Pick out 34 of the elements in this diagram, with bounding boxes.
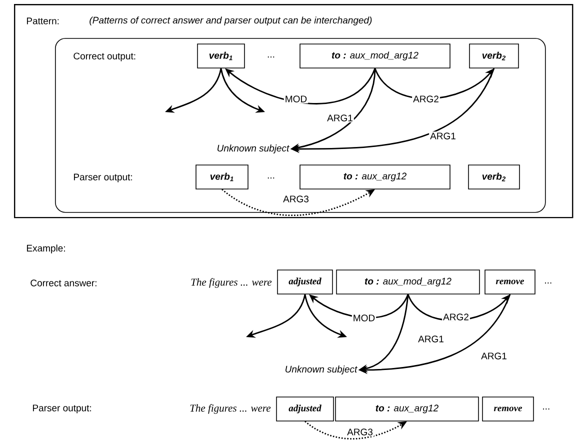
word-box: remove [482,396,534,422]
edge-label: ARG2 [412,94,440,104]
rounded-box [55,38,546,213]
edge-label: MOD [284,94,308,104]
label-text: ... [268,56,274,58]
label-text: Example: [27,244,65,254]
edge-label: ARG3 [346,428,374,436]
label-text: Parser output: [33,404,91,414]
edge-label: ARG2 [442,312,470,322]
word-box: to : aux_arg12 [335,396,479,422]
word-box: verb$_{2}$ [469,44,519,68]
label-text: Correct output: [74,52,136,62]
node-text: Unknown subject [218,144,290,154]
label-text: Correct answer: [30,280,96,286]
label-text: ... [545,282,552,284]
label-text: Parser output: [74,174,132,182]
label-text: ... [268,177,274,178]
edge-label: ARG1 [429,132,457,140]
word-box: adjusted [276,396,334,422]
word-box: to : aux_mod_arg12 [336,270,480,294]
word-box: verb$_{1}$ [197,44,245,68]
word-box: to : aux_arg12 [300,164,450,190]
label-text: ... [543,408,550,410]
edge-label: MOD [352,314,376,322]
edge-label: ARG1 [417,334,445,344]
edge-label: ARG1 [480,352,508,360]
word-box: adjusted [277,270,333,294]
word-box: remove [484,270,536,294]
word-box: verb$_{2}$ [468,164,520,190]
node-text: Unknown subject [286,366,358,374]
edge-label: ARG1 [326,114,354,122]
word-box: to : aux_mod_arg12 [300,44,450,68]
word-box: verb$_{1}$ [196,164,248,190]
edge-label: ARG3 [282,194,310,204]
